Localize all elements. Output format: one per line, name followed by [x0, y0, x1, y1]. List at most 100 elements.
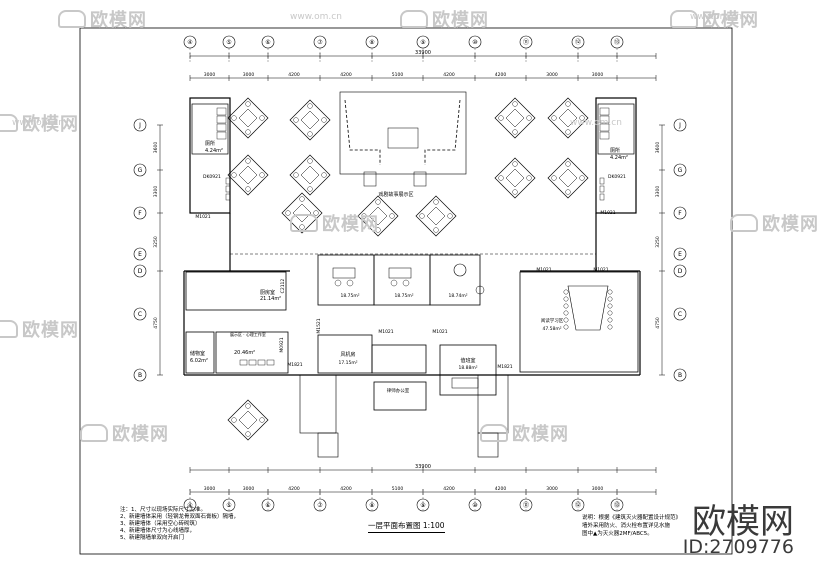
chair: [563, 303, 569, 309]
door-label: M1821: [287, 362, 302, 368]
chair: [563, 317, 569, 323]
axis-bubble: [133, 368, 147, 382]
toilet-stall: [216, 107, 227, 116]
chair: [551, 115, 557, 121]
chair: [607, 289, 613, 295]
axis-label: ⑬: [614, 38, 620, 46]
door-label: M1021: [378, 329, 393, 335]
segment-dimension: 4200: [443, 486, 455, 492]
center-room: [371, 344, 427, 374]
axis-label: D: [678, 268, 683, 275]
chair: [607, 324, 613, 330]
duty-room-area: 18.88m²: [458, 365, 477, 371]
axis-label: ⑦: [317, 502, 323, 509]
chair: [512, 129, 518, 135]
legend-line: 图中▲为灭火器2MF/ABC5。: [582, 531, 653, 537]
diamond-table-top: [292, 203, 312, 223]
exhibit-stand: [387, 127, 419, 149]
chair: [563, 310, 569, 316]
meeting-room-area: 47.58m²: [542, 326, 561, 332]
chair: [299, 196, 305, 202]
notes-block: 注：1、尺寸以现场实际尺寸为准。 2、新建墙体采用（轻钢龙骨双面石膏板）隔墙， …: [120, 507, 239, 542]
urinal: [599, 185, 605, 193]
dk-left-label: DK0921: [203, 174, 221, 180]
axis-label: F: [138, 210, 142, 217]
diamond-table-top: [505, 168, 525, 188]
chair: [334, 279, 342, 287]
segment-dimension: 4750: [153, 317, 159, 329]
watermark-logo: 欧模网: [400, 6, 489, 32]
door-label: M1521: [316, 318, 322, 333]
chair: [245, 129, 251, 135]
diamond-table: [281, 192, 323, 234]
axis-bubble: [133, 163, 147, 177]
watermark-sofa-icon: [670, 10, 698, 28]
watermark-text: 欧模网: [22, 320, 79, 341]
diamond-table-top: [238, 108, 258, 128]
diamond-table: [227, 97, 269, 139]
toilet-right: [597, 103, 635, 155]
segment-dimension: 4200: [288, 72, 300, 78]
urinal: [599, 177, 605, 185]
urinal: [225, 185, 231, 193]
axis-bubble: [673, 206, 687, 220]
chair: [321, 117, 327, 123]
chair: [498, 115, 504, 121]
kitchen-name: 厨房室: [260, 289, 275, 296]
right-wing-wall: [595, 97, 637, 214]
chair: [433, 227, 439, 233]
watermark-sofa-icon: [80, 424, 108, 442]
urinal: [225, 177, 231, 185]
chair: [579, 115, 585, 121]
desk: [239, 359, 248, 366]
axis-label: F: [678, 210, 682, 217]
axis-bubble: [133, 264, 147, 278]
chair: [607, 317, 613, 323]
duty-room-name: 值班室: [460, 357, 475, 364]
watermark-text: 欧模网: [512, 424, 569, 445]
door-label: C2112: [280, 279, 286, 294]
watermark-logo: 欧模网: [0, 110, 79, 136]
axis-label: C: [678, 311, 682, 318]
exhibit-area-name: 戏剧故事展示区: [378, 191, 413, 198]
kitchen-room: [185, 271, 287, 311]
diamond-table: [227, 399, 269, 441]
segment-dimension: 3000: [243, 72, 255, 78]
axis-label: D: [138, 268, 143, 275]
door-label: M1021: [600, 210, 615, 216]
bottom-stair-right: [477, 432, 499, 458]
toilet-left-name: 厕所: [205, 140, 215, 147]
axis-label: G: [138, 167, 143, 174]
watermark-logo: 欧模网: [730, 210, 819, 236]
note-line: 2、新建墙体采用（轻钢龙骨双面石膏板）隔墙，: [120, 514, 240, 520]
chair: [245, 431, 251, 437]
chair: [433, 199, 439, 205]
axis-bubble: [673, 368, 687, 382]
meeting-room: [519, 271, 639, 373]
office-area: 20.46m²: [234, 350, 255, 356]
chair: [512, 101, 518, 107]
toilet-stall: [216, 115, 227, 124]
chair: [245, 158, 251, 164]
segment-dimension: 4200: [340, 486, 352, 492]
watermark-text: 欧模网: [112, 424, 169, 445]
wind-room-name: 风机房: [340, 351, 355, 358]
diamond-table-top: [368, 206, 388, 226]
diamond-table-top: [558, 168, 578, 188]
axis-bubble: [673, 163, 687, 177]
dk-right-label: DK0921: [608, 174, 626, 180]
door-label: M1021: [432, 329, 447, 335]
chair: [231, 417, 237, 423]
axis-bubble: [673, 307, 687, 321]
watermark-url: www.om.cn: [290, 12, 342, 22]
chair: [307, 131, 313, 137]
segment-dimension: 3000: [592, 72, 604, 78]
watermark-sofa-icon: [0, 114, 18, 132]
toilet-stall: [216, 131, 227, 140]
toilet-stall: [599, 115, 610, 124]
sheet-border: [79, 27, 733, 555]
segment-dimension: 3250: [655, 236, 661, 248]
watermark-logo: 欧模网: [480, 420, 569, 446]
legend-line: 墙外采用防火、消火栓布置详见水施: [582, 523, 671, 529]
